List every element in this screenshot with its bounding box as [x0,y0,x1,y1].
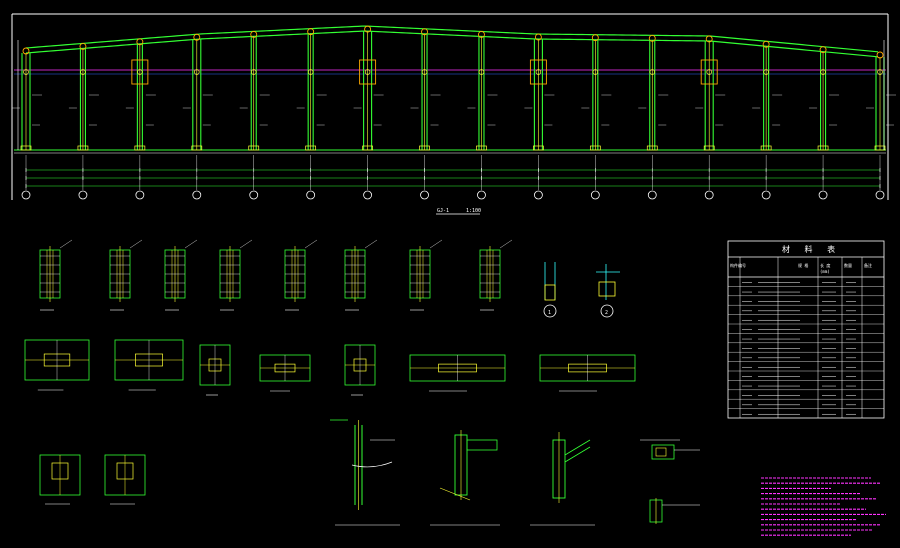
svg-text:构件编号: 构件编号 [730,262,746,268]
section-details [24,239,636,505]
svg-text:规 格: 规 格 [798,262,808,268]
frame-elevation[interactable] [12,25,896,154]
general-notes [761,477,886,536]
svg-text:长 度: 长 度 [820,262,830,268]
svg-text:数量: 数量 [844,262,852,268]
elevation-title-text: GJ-1 [437,208,449,214]
detail-ref-1: 1 [543,262,557,318]
svg-text:备注: 备注 [864,262,872,268]
connection-details [330,419,700,526]
detail-ref-1-label: 1 [548,310,551,316]
material-table: 材 料 表 构件编号 规 格 长 度(mm) 数量 备注 [727,240,885,419]
elevation-scale-text: 1:100 [466,208,481,214]
detail-ref-2: 2 [596,264,620,318]
elevation-title: GJ-1 1:100 [436,208,481,215]
elevation-dimension-lines [21,155,885,200]
detail-ref-2-label: 2 [605,310,608,316]
drawing-frame [11,13,889,200]
material-table-title: 材 料 表 [782,244,841,254]
svg-text:(mm): (mm) [820,269,830,274]
